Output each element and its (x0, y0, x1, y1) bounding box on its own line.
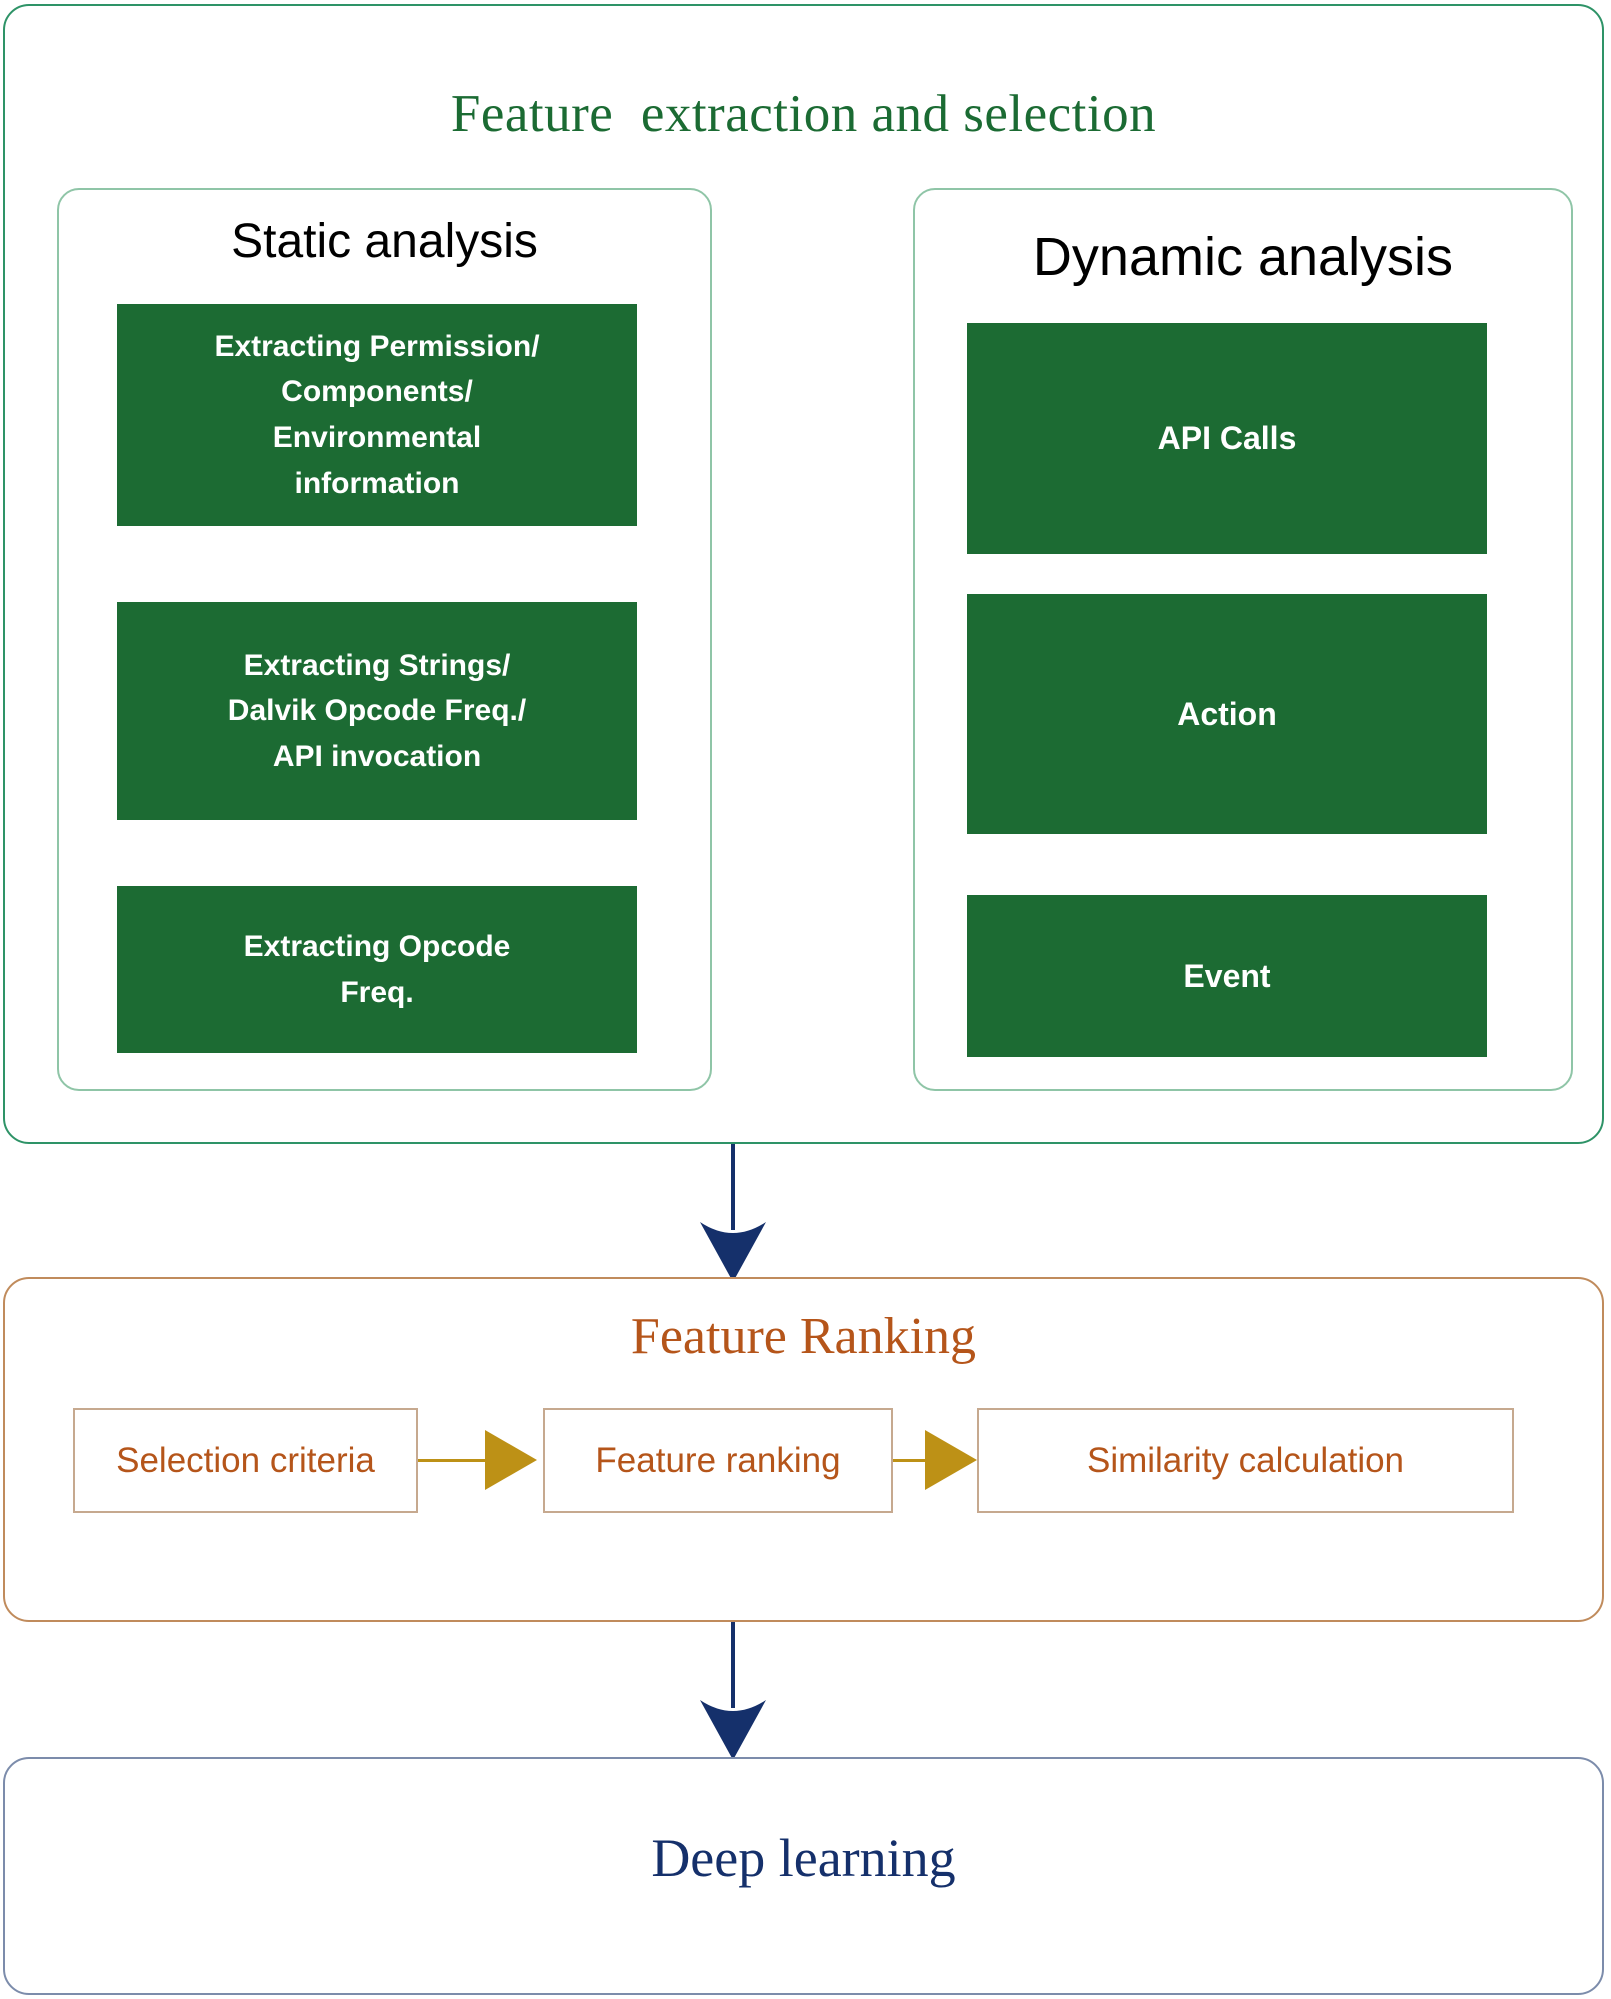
ranking-step-selection-criteria: Selection criteria (73, 1408, 418, 1513)
ranking-arrow-2-icon (925, 1430, 977, 1490)
static-box-permissions: Extracting Permission/ Components/ Envir… (117, 304, 637, 526)
feature-ranking-title: Feature Ranking (630, 1308, 977, 1365)
dynamic-box-action: Action (967, 594, 1487, 834)
ranking-connector-line-2 (893, 1459, 941, 1462)
feature-ranking-panel: Feature Ranking Selection criteria Featu… (3, 1277, 1604, 1622)
dynamic-analysis-title: Dynamic analysis (1032, 227, 1454, 287)
connector-line-1 (731, 1144, 735, 1230)
feature-extraction-panel: Feature extraction and selection Static … (3, 4, 1604, 1144)
static-box-opcode-freq: Extracting Opcode Freq. (117, 886, 637, 1053)
ranking-arrow-1-icon (485, 1430, 537, 1490)
ranking-step-feature-ranking: Feature ranking (543, 1408, 893, 1513)
deep-learning-panel: Deep learning (3, 1757, 1604, 1995)
extraction-to-ranking-arrow (700, 1222, 766, 1282)
dynamic-box-api-calls: API Calls (967, 323, 1487, 554)
static-analysis-panel: Static analysis Extracting Permission/ C… (57, 188, 712, 1091)
ranking-step-similarity-calculation: Similarity calculation (977, 1408, 1514, 1513)
static-analysis-title: Static analysis (231, 215, 538, 268)
dynamic-box-event: Event (967, 895, 1487, 1057)
deep-learning-title: Deep learning (651, 1828, 956, 1888)
connector-line-2 (731, 1622, 735, 1708)
feature-extraction-title: Feature extraction and selection (450, 85, 1157, 143)
ranking-to-deep-learning-arrow (700, 1700, 766, 1760)
static-box-strings-opcode-api: Extracting Strings/ Dalvik Opcode Freq./… (117, 602, 637, 820)
ranking-connector-line-1 (418, 1459, 500, 1462)
dynamic-analysis-panel: Dynamic analysis API Calls Action Event (913, 188, 1573, 1091)
